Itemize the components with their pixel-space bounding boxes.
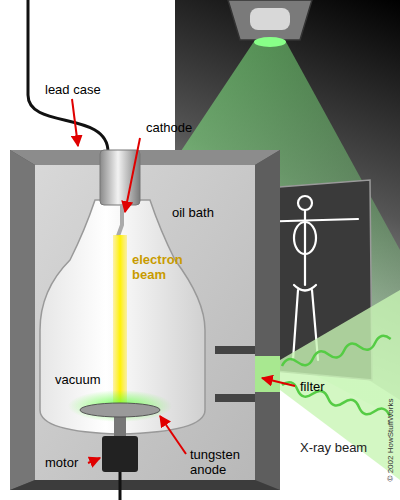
case-left <box>10 150 35 490</box>
case-body <box>10 150 280 490</box>
part-label: oil bath <box>172 205 214 220</box>
anode-disk <box>80 403 160 417</box>
filter-window <box>255 356 280 392</box>
leader-arrow <box>262 378 295 386</box>
tube-window <box>254 37 286 47</box>
cathode-housing <box>100 150 140 205</box>
case-right <box>255 150 280 490</box>
shelf <box>215 394 255 402</box>
xray-wave <box>281 334 392 371</box>
lead-case <box>10 150 280 490</box>
filament <box>118 205 122 236</box>
copyright-note: © 2002 HowStuffWorks <box>386 399 396 482</box>
tube-housing <box>228 0 312 40</box>
motor-cable <box>119 472 122 500</box>
power-cable <box>28 0 108 152</box>
leader-arrow <box>88 458 100 463</box>
vacuum-tube <box>40 200 205 434</box>
xray-beam <box>280 290 400 480</box>
leader-arrows <box>72 99 295 463</box>
part-label: electron beam <box>132 252 196 282</box>
part-label: tungsten anode <box>190 447 254 477</box>
leader-arrow <box>72 99 78 146</box>
tube-glass <box>250 8 290 30</box>
part-label: filter <box>300 379 325 394</box>
part-label: lead case <box>45 82 101 97</box>
motor-block <box>102 436 138 472</box>
part-label: motor <box>45 455 78 470</box>
leader-arrow <box>125 138 140 212</box>
part-label: vacuum <box>55 372 101 387</box>
anode-glow <box>68 390 172 422</box>
case-bottom <box>10 480 280 490</box>
electron-beam <box>113 235 127 407</box>
leader-arrow <box>160 416 186 454</box>
overhead-tube <box>228 0 312 47</box>
ribs <box>294 222 316 254</box>
part-label: cathode <box>146 120 192 135</box>
shelf <box>215 346 255 354</box>
skull <box>298 196 312 210</box>
leg-bone <box>293 290 298 360</box>
case-top <box>10 150 280 165</box>
xray-wave <box>281 380 391 420</box>
oil-cavity <box>35 165 255 480</box>
part-label: X-ray beam <box>300 440 367 455</box>
